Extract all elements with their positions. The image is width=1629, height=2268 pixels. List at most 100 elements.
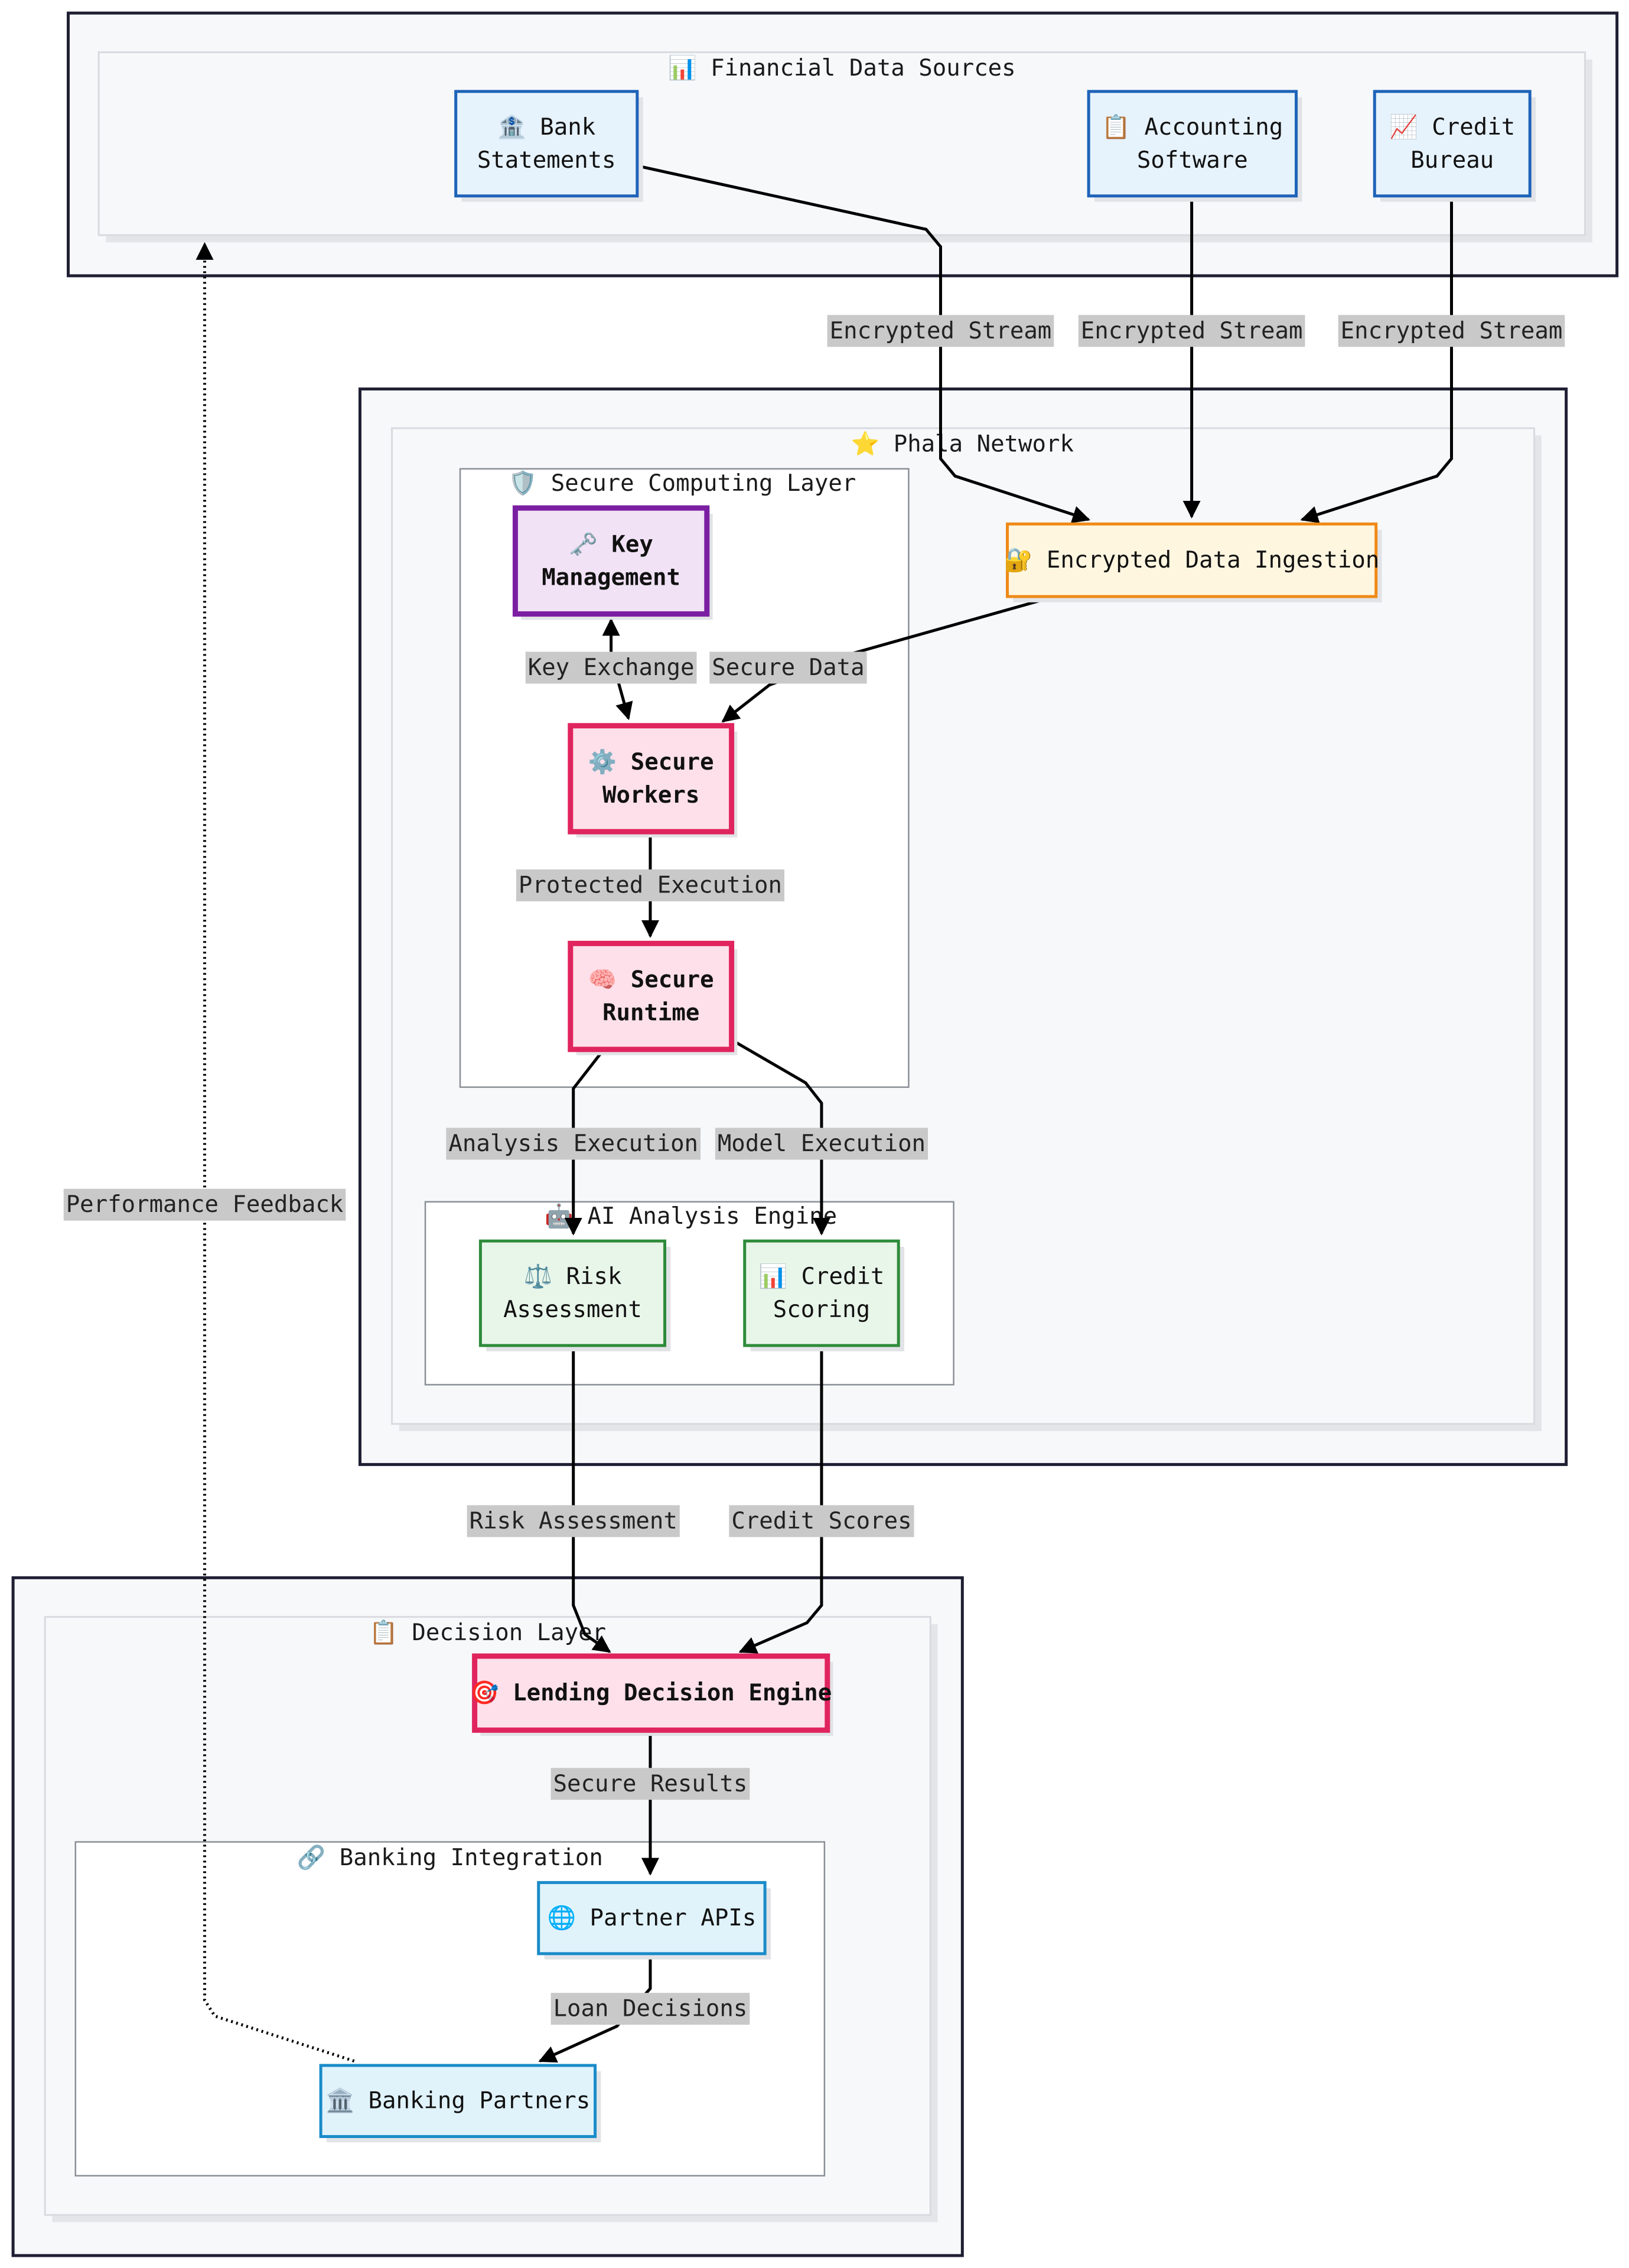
- node-box: [568, 940, 735, 1052]
- edge-label-bg: [709, 651, 867, 684]
- edge-runtime-to-credit: [732, 1039, 830, 1236]
- cluster-label: 🤖 AI Analysis Engine: [545, 1203, 837, 1230]
- node-box: [1373, 90, 1532, 198]
- edge-label-bureau-to-ingest: Encrypted Stream: [1338, 315, 1565, 347]
- edge-label-credit-to-engine: Credit Scores: [729, 1505, 914, 1537]
- node-label: 🗝️ Key: [569, 531, 653, 558]
- edge-label-bg: [715, 1128, 928, 1160]
- node-label: Statements: [477, 147, 616, 174]
- node-box: [1006, 522, 1378, 598]
- node-banking-partners[interactable]: 🏛️ Banking Partners: [319, 2064, 601, 2143]
- edge-label-bg: [1078, 315, 1305, 347]
- edge-label-apis-to-partners: Loan Decisions: [550, 1993, 750, 2025]
- cluster-label: 🛡️ Secure Computing Layer: [509, 470, 856, 497]
- node-label: 🏛️ Banking Partners: [325, 2087, 590, 2114]
- edge-label-text: Risk Assessment: [470, 1508, 677, 1534]
- edge-label-runtime-to-risk: Analysis Execution: [446, 1128, 701, 1160]
- edge-label-bg: [516, 869, 785, 902]
- cluster-label: 📊 Financial Data Sources: [668, 54, 1016, 82]
- node-box: [568, 723, 735, 835]
- cluster-label: 🔗 Banking Integration: [297, 1843, 603, 1871]
- node-label: Assessment: [503, 1296, 642, 1323]
- edge-label-text: Secure Data: [712, 654, 864, 681]
- cluster-label: 📋 Decision Layer: [369, 1619, 606, 1646]
- node-box: [319, 2064, 597, 2138]
- edge-label-text: Analysis Execution: [448, 1130, 698, 1157]
- edge-runtime-to-risk: [564, 1048, 605, 1236]
- edge-label-risk-to-engine: Risk Assessment: [467, 1505, 680, 1537]
- edge-label-text: Model Execution: [718, 1130, 926, 1157]
- edge-label-text: Secure Results: [553, 1771, 748, 1797]
- cluster-financial: 📊 Financial Data Sources: [97, 51, 1592, 243]
- edge-label-bg: [525, 651, 697, 684]
- node-box: [743, 1239, 900, 1347]
- edge-label-runtime-to-credit: Model Execution: [715, 1128, 928, 1160]
- edge-bank-to-ingest: [635, 164, 1090, 523]
- edge-label-text: Performance Feedback: [66, 1191, 344, 1218]
- edge-label-workers-to-runtime: Protected Execution: [516, 869, 785, 902]
- node-partner-apis[interactable]: 🌐 Partner APIs: [537, 1881, 771, 1960]
- node-box: [537, 1881, 767, 1956]
- edge-label-ingest-to-workers: Secure Data: [709, 651, 867, 684]
- node-label: 🎯 Lending Decision Engine: [470, 1680, 832, 1706]
- edge-label-text: Encrypted Stream: [1341, 318, 1563, 344]
- node-label: Management: [542, 564, 680, 591]
- edge-label-text: Protected Execution: [519, 872, 782, 899]
- node-label: 🔐 Encrypted Data Ingestion: [1004, 547, 1380, 573]
- edge-label-bg: [550, 1768, 750, 1800]
- node-box: [512, 505, 710, 617]
- edge-labels: Encrypted Stream Encrypted Stream Encrypte…: [63, 315, 1565, 2025]
- node-label: Scoring: [773, 1296, 870, 1323]
- edge-label-bg: [550, 1993, 750, 2025]
- edge-label-bg: [63, 1188, 346, 1221]
- edge-risk-to-engine: [572, 1347, 611, 1653]
- edge-label-bg: [1338, 315, 1565, 347]
- edge-label-bg: [827, 315, 1054, 347]
- edge-label-acct-to-ingest: Encrypted Stream: [1078, 315, 1305, 347]
- edge-label-bank-to-ingest: Encrypted Stream: [827, 315, 1054, 347]
- node-box: [472, 1653, 830, 1733]
- node-label: Bureau: [1410, 147, 1494, 174]
- node-lending-engine[interactable]: 🎯 Lending Decision Engine: [470, 1653, 833, 1736]
- node-encrypted-ingestion[interactable]: 🔐 Encrypted Data Ingestion: [1004, 522, 1382, 602]
- node-label: ⚖️ Risk: [523, 1263, 621, 1290]
- node-label: Workers: [602, 782, 699, 809]
- edge-label-text: Encrypted Stream: [830, 318, 1052, 344]
- node-label: ⚙️ Secure: [588, 748, 714, 775]
- node-label: 🧠 Secure: [588, 967, 714, 993]
- edge-label-text: Key Exchange: [528, 654, 695, 681]
- edge-label-key-exchange: Key Exchange: [525, 651, 697, 684]
- node-box: [454, 90, 639, 198]
- node-label: 📋 Accounting: [1102, 113, 1283, 141]
- node-box: [478, 1239, 667, 1347]
- node-label: 📈 Credit: [1389, 113, 1515, 141]
- node-box: [1087, 90, 1298, 198]
- edge-feedback: [196, 242, 355, 2063]
- edge-label-bg: [446, 1128, 701, 1160]
- node-label: 🌐 Partner APIs: [548, 1904, 757, 1931]
- cluster-label: ⭐ Phala Network: [851, 430, 1074, 457]
- edge-label-feedback: Performance Feedback: [63, 1188, 346, 1221]
- node-label: Runtime: [602, 1000, 699, 1027]
- edge-label-text: Encrypted Stream: [1081, 318, 1303, 344]
- node-label: 📊 Credit: [758, 1263, 884, 1290]
- edge-label-text: Credit Scores: [731, 1508, 911, 1534]
- edge-label-engine-to-apis: Secure Results: [550, 1768, 750, 1800]
- edge-label-bg: [729, 1505, 914, 1537]
- edge-credit-to-engine: [738, 1347, 823, 1654]
- node-label: 🏦 Bank: [497, 113, 595, 141]
- cluster-frame: [97, 51, 1586, 236]
- edge-label-text: Loan Decisions: [553, 1996, 748, 2022]
- node-label: Software: [1137, 147, 1248, 174]
